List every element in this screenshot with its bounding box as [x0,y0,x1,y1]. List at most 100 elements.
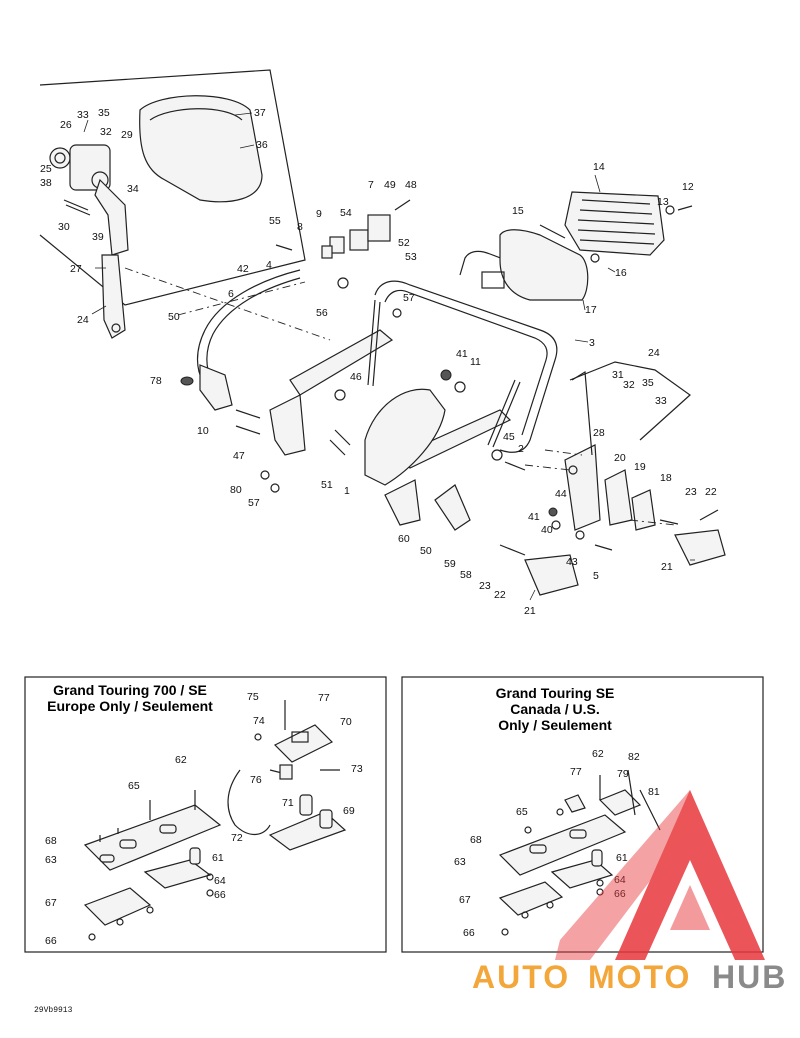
callout: 22 [494,589,506,601]
callout: 12 [682,181,694,193]
callout: 63 [454,856,466,868]
callout: 64 [214,875,226,887]
callout: 9 [316,208,322,220]
taillight-housing [499,229,589,301]
callout: 33 [655,395,667,407]
callout: 56 [316,307,328,319]
callout: 77 [570,766,582,778]
callout: 57 [248,497,260,509]
leader [607,267,616,273]
backrest-pad-shading [149,108,243,121]
callout: 37 [254,107,266,119]
watermark-text-hub: HUB [712,959,787,995]
callout: 42 [237,263,249,275]
callout: 66 [614,888,626,900]
watermark-text-moto: MOTO [588,959,691,995]
panel-europe-parts [83,700,347,941]
side-bracket [604,469,633,526]
callout: 25 [40,163,52,175]
callout: 60 [398,533,410,545]
panel-canada-us-callouts: 62 82 77 79 81 65 68 61 63 64 66 67 66 [454,748,660,939]
callout: 7 [368,179,374,191]
callout: 31 [612,369,624,381]
side-plate-upper [571,370,593,456]
callout: 73 [351,763,363,775]
callout: 40 [541,524,553,536]
callout: 20 [614,452,626,464]
callout: 34 [127,183,139,195]
callout-labels: 33 35 26 32 29 37 36 25 38 34 30 39 27 2… [40,107,717,617]
callout: 66 [463,927,475,939]
leader [594,174,601,193]
callout: 59 [444,558,456,570]
callout: 54 [340,207,352,219]
grab-handle [196,269,301,386]
callout: 33 [77,109,89,121]
rack-left-bracket [269,394,306,456]
callout: 3 [589,337,595,349]
callout: 19 [634,461,646,473]
callout: 78 [150,375,162,387]
callout: 51 [321,479,333,491]
callout: 36 [256,139,268,151]
side-bracket-inset-outline [569,361,691,441]
callout: 5 [593,570,599,582]
callout: 62 [592,748,604,760]
leader [239,144,255,149]
callout: 80 [230,484,242,496]
callout: 67 [459,894,471,906]
callout: 24 [77,314,89,326]
callout: 29 [121,129,133,141]
handle-end-cap [180,376,194,386]
callout: 64 [614,874,626,886]
callout: 75 [247,691,259,703]
watermark-logo [555,790,765,960]
callout: 63 [45,854,57,866]
center-seat-cushion [364,388,446,486]
callout: 62 [175,754,187,766]
callout: 14 [593,161,605,173]
callout: 13 [657,196,669,208]
callout: 69 [343,805,355,817]
callout: 47 [233,450,245,462]
backrest-pad [139,95,263,203]
callout: 45 [503,431,515,443]
callout: 17 [585,304,597,316]
panel-canada-us-parts [498,769,661,936]
callout: 50 [420,545,432,557]
callout: 70 [340,716,352,728]
callout: 30 [58,221,70,233]
rack-side-rail [289,329,394,396]
lower-left-bracket [384,479,421,526]
callout: 18 [660,472,672,484]
panel-canada-us [401,676,764,953]
rack-frame-inner [384,289,548,436]
leader [91,305,107,315]
rack-strut-right [487,379,521,448]
callout: 38 [40,177,52,189]
callout: 46 [350,371,362,383]
callout: 58 [460,569,472,581]
leader [529,589,536,601]
callout: 43 [566,556,578,568]
callout: 82 [628,751,640,763]
callout: 61 [616,852,628,864]
grab-handle-inner [206,277,301,381]
callout: 61 [212,852,224,864]
callout: 21 [524,605,536,617]
callout: 6 [228,288,234,300]
callout: 67 [45,897,57,909]
taillight-lens-ribs [577,199,656,245]
hardware [235,199,719,556]
callout: 1 [344,485,350,497]
callout: 50 [168,311,180,323]
panel-europe-title-line2: Europe Only / Seulement [47,698,213,714]
callout: 52 [398,237,410,249]
callout: 68 [45,835,57,847]
rack-strut [367,299,381,387]
callout: 32 [100,126,112,138]
callout: 10 [197,425,209,437]
callout: 44 [555,488,567,500]
callout: 71 [282,797,294,809]
